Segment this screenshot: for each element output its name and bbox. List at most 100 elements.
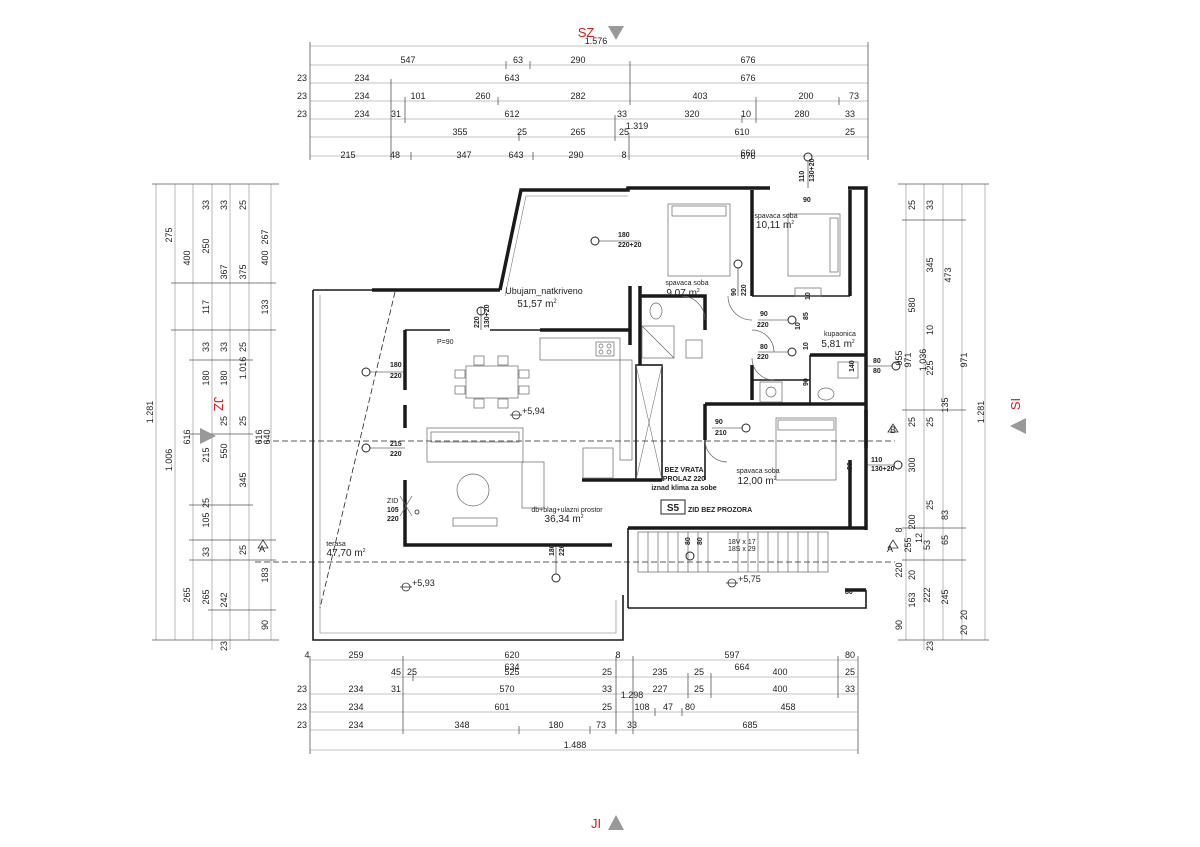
svg-text:130+20: 130+20 (871, 466, 895, 473)
dim-label: 163 (907, 592, 917, 607)
dim-label: 25 (619, 127, 629, 137)
shower (641, 325, 675, 359)
dim-label: 616 (254, 429, 264, 444)
dim-label: 8 (621, 150, 626, 160)
svg-text:220: 220 (757, 322, 769, 329)
room-area-terrace: 47,70 m2 (327, 548, 366, 559)
dim-label: 458 (780, 702, 795, 712)
dim-label: 597 (724, 650, 739, 660)
compass-markers: SZ JI JZ SI (200, 25, 1026, 831)
dim-label: 676 (740, 55, 755, 65)
dim-label: 20 (959, 625, 969, 635)
note-no-window: ZID BEZ PROZORA (688, 507, 752, 514)
dim-bottom-overall: 1.488 (564, 740, 587, 750)
dim-label: 685 (742, 720, 757, 730)
dim-label: 403 (692, 91, 707, 101)
room-name-terrace: terasa (326, 541, 346, 548)
dim-label: 367 (219, 264, 229, 279)
svg-text:220: 220 (757, 354, 769, 361)
svg-text:85: 85 (803, 312, 810, 320)
area-value: 5,81 (821, 339, 841, 350)
svg-text:220: 220 (741, 284, 748, 296)
dim-label: 33 (201, 342, 211, 352)
dim-label: 643 (504, 73, 519, 83)
svg-text:90: 90 (760, 311, 768, 318)
staircase (637, 531, 829, 573)
sofa (426, 427, 524, 463)
svg-text:180: 180 (390, 362, 402, 369)
area-unit: m (572, 514, 580, 525)
opening-marker: 180 220 (549, 544, 566, 583)
dim-label: 10 (925, 325, 935, 335)
stair-note: 18V x 17 (728, 539, 756, 546)
section-tag: S5 (667, 503, 680, 514)
svg-text:ZID: ZID (387, 498, 398, 505)
section-arrow-icon (887, 539, 899, 549)
room-area-bed1: 9,07 m2 (666, 288, 700, 299)
dim-label: 660 (740, 148, 755, 158)
svg-text:10: 10 (803, 342, 810, 350)
svg-text:220: 220 (390, 373, 402, 380)
dim-label: 1.006 (164, 449, 174, 472)
svg-text:220: 220 (390, 451, 402, 458)
dim-label: 234 (354, 91, 369, 101)
opening-marker: 110 130+20 (799, 152, 816, 188)
dim-label: 215 (201, 447, 211, 462)
area-sup: 2 (774, 476, 777, 482)
dim-label: 180 (548, 720, 563, 730)
area-unit: m (844, 339, 852, 350)
area-unit: m (354, 548, 362, 559)
dim-label: 234 (348, 684, 363, 694)
area-sup: 2 (852, 339, 855, 345)
dim-label: 33 (602, 684, 612, 694)
dim-label: 612 (504, 109, 519, 119)
compass-east-arrow-icon (1010, 418, 1026, 434)
dim-label: 25 (694, 684, 704, 694)
dim-label: 971 (903, 352, 913, 367)
dim-label: 90 (260, 620, 270, 630)
dim-label: 971 (959, 352, 969, 367)
svg-text:130+20: 130+20 (484, 304, 491, 328)
area-value: 12,00 (738, 476, 763, 487)
opening-marker: 215 220 (361, 441, 405, 458)
dim-label: 355 (452, 127, 467, 137)
section-mark-a: A (259, 544, 265, 554)
dim-label: 23 (219, 641, 229, 651)
dim-label: 25 (925, 417, 935, 427)
svg-text:210: 210 (715, 430, 727, 437)
svg-text:90: 90 (847, 462, 854, 470)
section-mark-b: B (890, 425, 896, 435)
dim-label: 1.036 (918, 349, 928, 372)
coffee-table (456, 473, 490, 507)
furniture (399, 203, 859, 573)
note-no-door-passage: PROLAZ 220 (663, 476, 706, 483)
bed (787, 213, 841, 277)
opening-marker: 90 210 (712, 419, 751, 437)
room-area-covered: 51,57 m2 (517, 299, 557, 310)
room-name-bed1: spavaca soba (665, 280, 708, 287)
dim-label: 643 (508, 150, 523, 160)
dim-label: 117 (201, 300, 211, 314)
svg-text:180: 180 (549, 544, 556, 556)
dim-right-overall: 1.281 (976, 401, 986, 424)
opening-marker-icon (685, 551, 695, 561)
section-arrow-icon (257, 539, 269, 549)
dim-label: 25 (907, 200, 917, 210)
section-tag-box (660, 499, 686, 515)
dim-label: 25 (238, 342, 248, 352)
dim-label: 345 (238, 472, 248, 487)
dim-label: 348 (454, 720, 469, 730)
dim-label: 200 (798, 91, 813, 101)
top-dimensions: 1.576 547 63 290 676 23 234 643 676 23 2… (297, 36, 869, 161)
compass-north-arrow-icon (608, 26, 624, 40)
opening-marker: 110 130+20 (866, 457, 903, 473)
dim-label: 400 (772, 684, 787, 694)
bed (667, 203, 731, 277)
area-value: 51,57 (517, 299, 542, 310)
dim-label: 73 (596, 720, 606, 730)
opening-marker: 180 220 (361, 362, 405, 380)
dim-label: 525 (504, 667, 519, 677)
dim-label: 664 (734, 662, 749, 672)
dim-label: 25 (238, 416, 248, 426)
